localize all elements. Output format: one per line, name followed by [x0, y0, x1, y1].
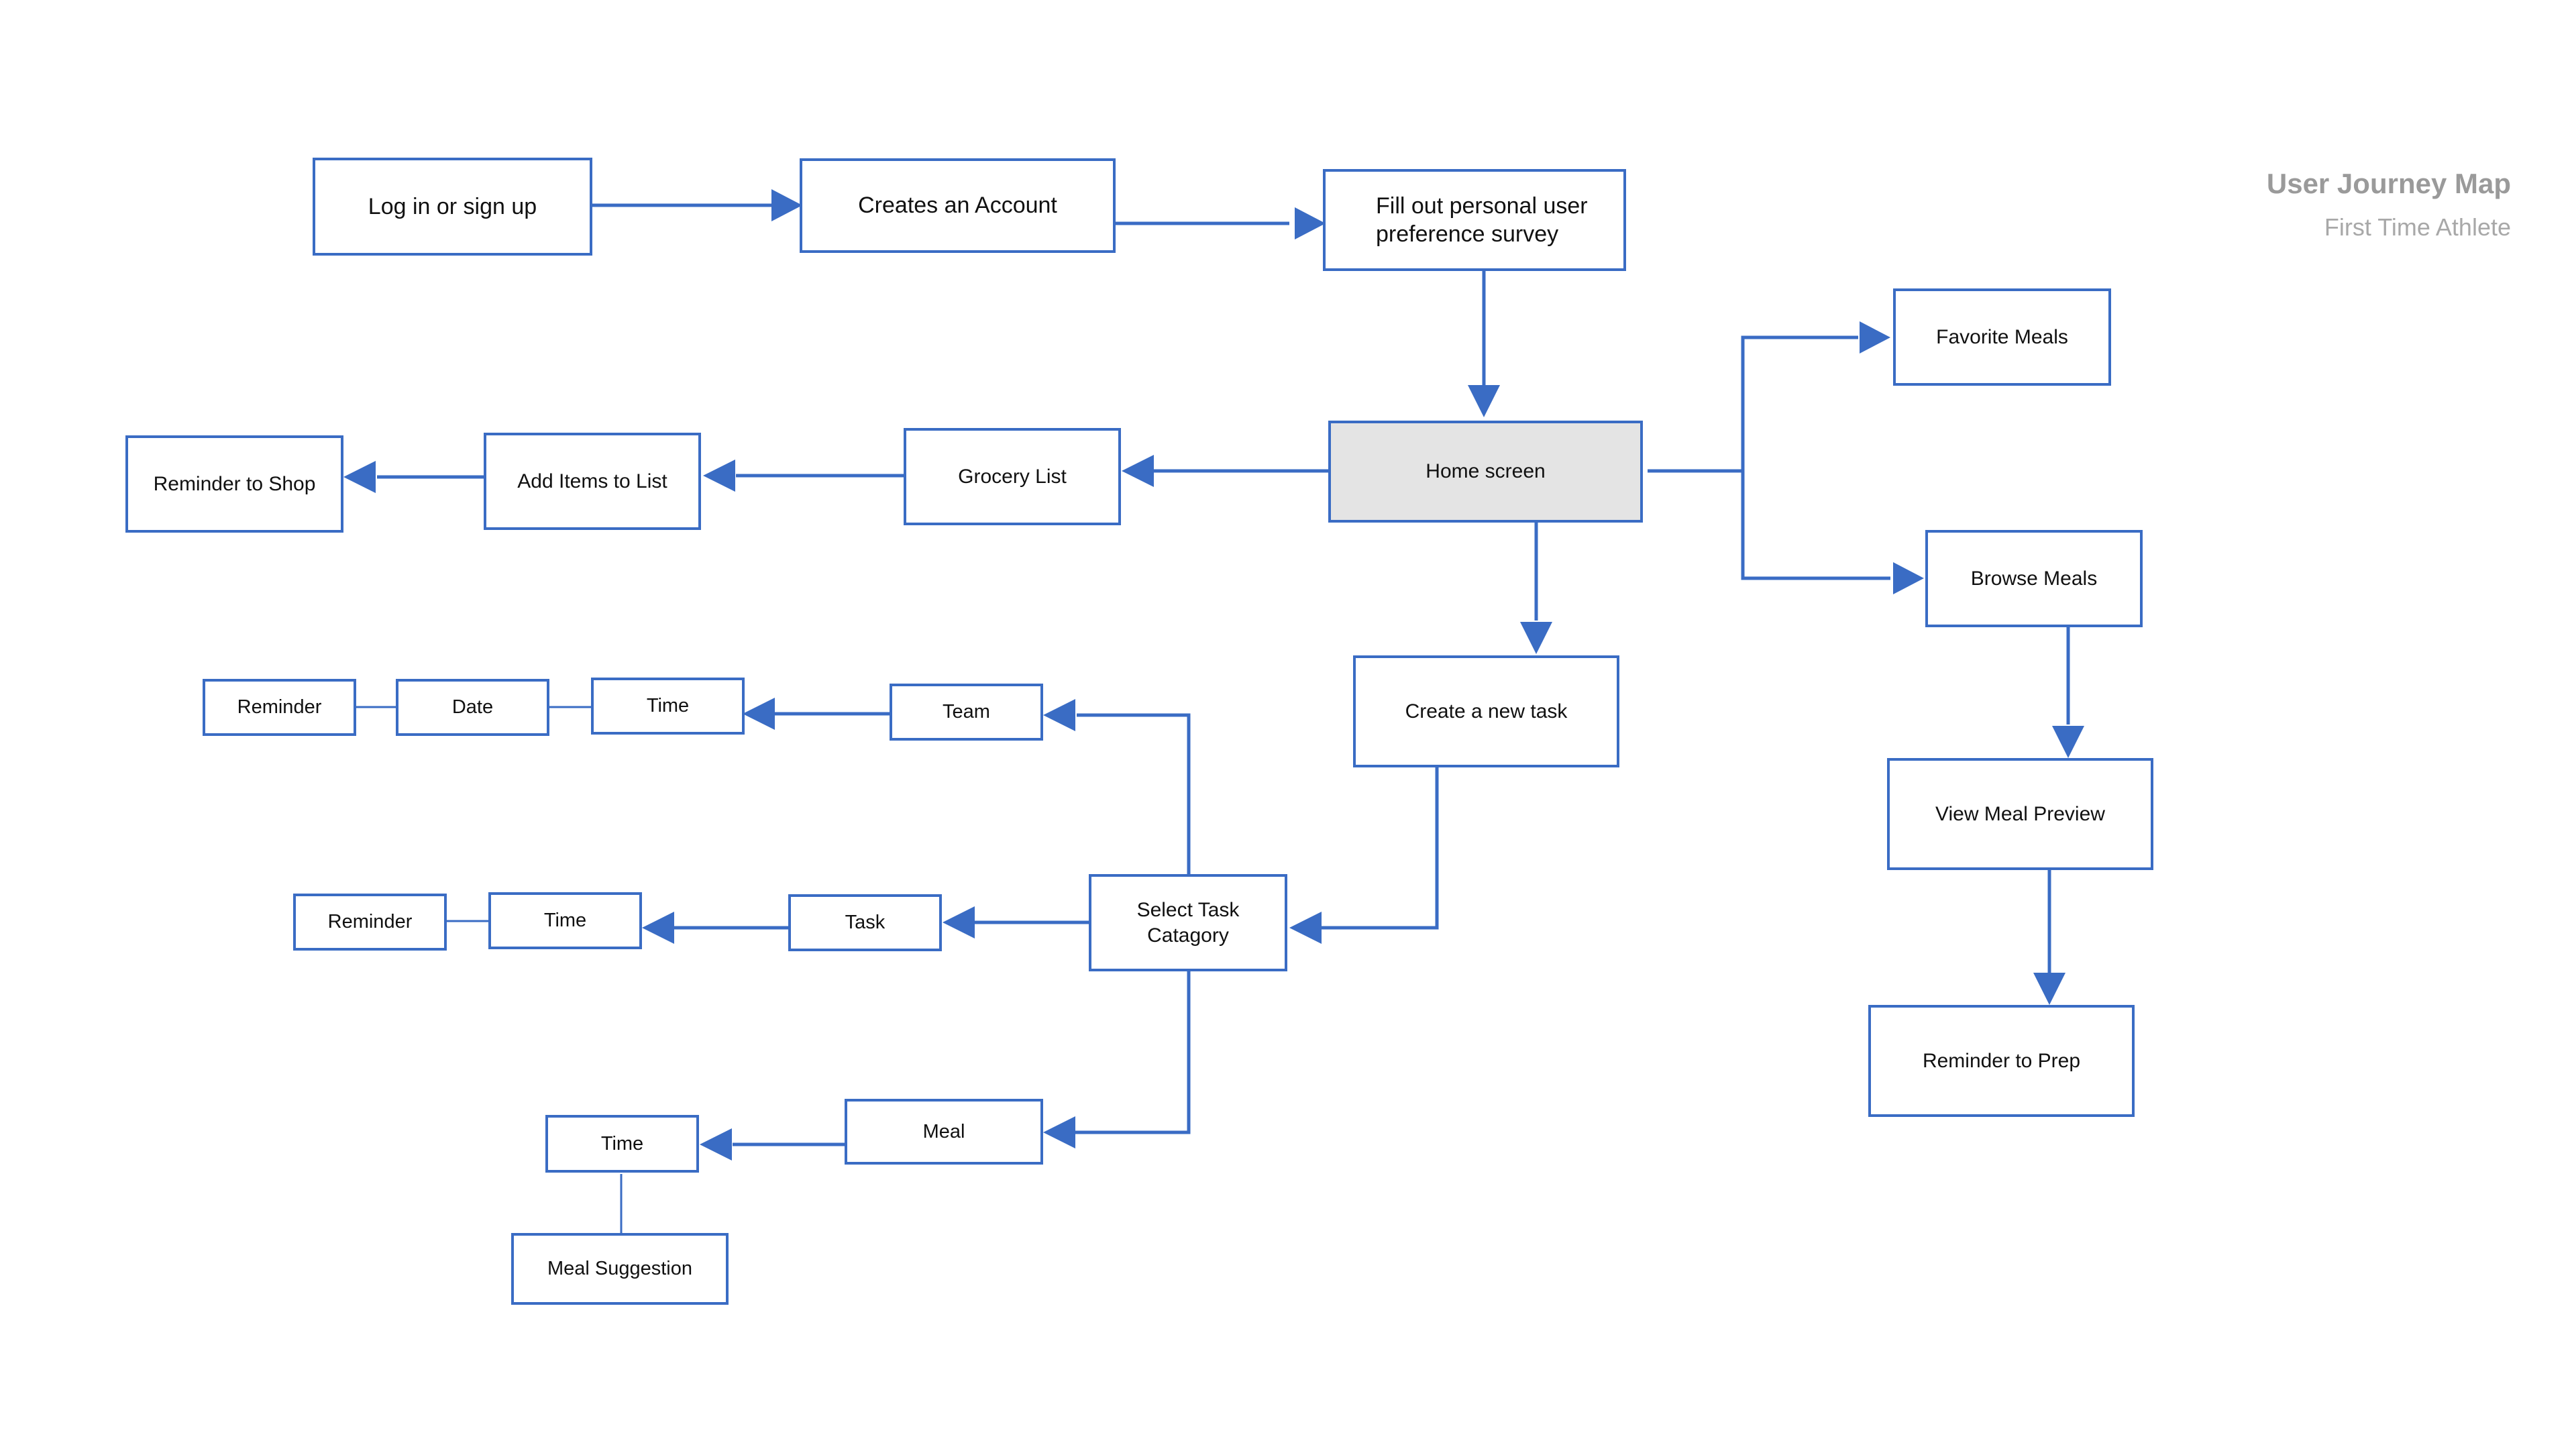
favorite-meals-node: Favorite Meals: [1893, 288, 2111, 386]
diagram-title: User Journey Map: [2266, 168, 2511, 199]
add-items-node: Add Items to List: [484, 433, 701, 530]
arrowhead-meal-time: [700, 1128, 732, 1161]
arrowhead-task: [943, 906, 975, 938]
arrowhead-team-time: [743, 698, 775, 730]
team-reminder-node: Reminder: [203, 679, 356, 736]
diagram-subtitle: First Time Athlete: [2324, 213, 2511, 241]
meal-time-node: Time: [545, 1115, 699, 1173]
team-node: Team: [890, 684, 1043, 741]
browse-meals-node: Browse Meals: [1925, 530, 2143, 627]
task-node: Task: [788, 894, 942, 951]
arrowhead-task-time: [642, 912, 674, 944]
arrowhead-meal: [1043, 1116, 1075, 1148]
arrowhead-browse: [1893, 562, 1924, 594]
title-block: User Journey Map First Time Athlete: [2267, 168, 2511, 241]
select-task-category-node: Select Task Catagory: [1089, 874, 1287, 971]
login-node: Log in or sign up: [313, 158, 592, 256]
arrowhead-additems: [703, 460, 735, 492]
arrowhead-team: [1043, 699, 1075, 731]
create-task-node: Create a new task: [1353, 655, 1619, 767]
arrowhead-account-survey: [1295, 207, 1326, 239]
edge-category-to-team: [1077, 713, 1191, 876]
meal-suggestion-node: Meal Suggestion: [511, 1233, 729, 1305]
survey-node: Fill out personal user preference survey: [1323, 169, 1626, 271]
arrowhead-prep: [2033, 973, 2065, 1005]
arrowhead-shop: [343, 461, 376, 493]
meal-node: Meal: [845, 1099, 1043, 1165]
arrowhead-login-account: [771, 189, 802, 221]
grocery-list-node: Grocery List: [904, 428, 1121, 525]
team-date-node: Date: [396, 679, 549, 736]
arrowhead-createtask: [1520, 622, 1552, 654]
edge-category-to-meal: [1075, 970, 1191, 1134]
edge-branch-to-browse: [1741, 443, 1890, 580]
team-time-node: Time: [591, 678, 745, 735]
arrowhead-grocery: [1122, 455, 1154, 487]
view-meal-preview-node: View Meal Preview: [1887, 758, 2153, 870]
edge-branch-to-favorites: [1741, 335, 1858, 496]
arrowhead-category: [1289, 912, 1322, 944]
home-screen-node: Home screen: [1328, 421, 1643, 523]
reminder-to-shop-node: Reminder to Shop: [125, 435, 343, 533]
create-account-node: Creates an Account: [800, 158, 1116, 253]
arrowhead-survey-home: [1468, 385, 1500, 417]
arrowhead-preview: [2052, 726, 2084, 758]
reminder-to-prep-node: Reminder to Prep: [1868, 1005, 2135, 1117]
edge-createtask-to-category: [1320, 767, 1439, 930]
arrowhead-favorites: [1860, 321, 1890, 354]
task-reminder-node: Reminder: [293, 894, 447, 951]
task-time-node: Time: [488, 892, 642, 949]
